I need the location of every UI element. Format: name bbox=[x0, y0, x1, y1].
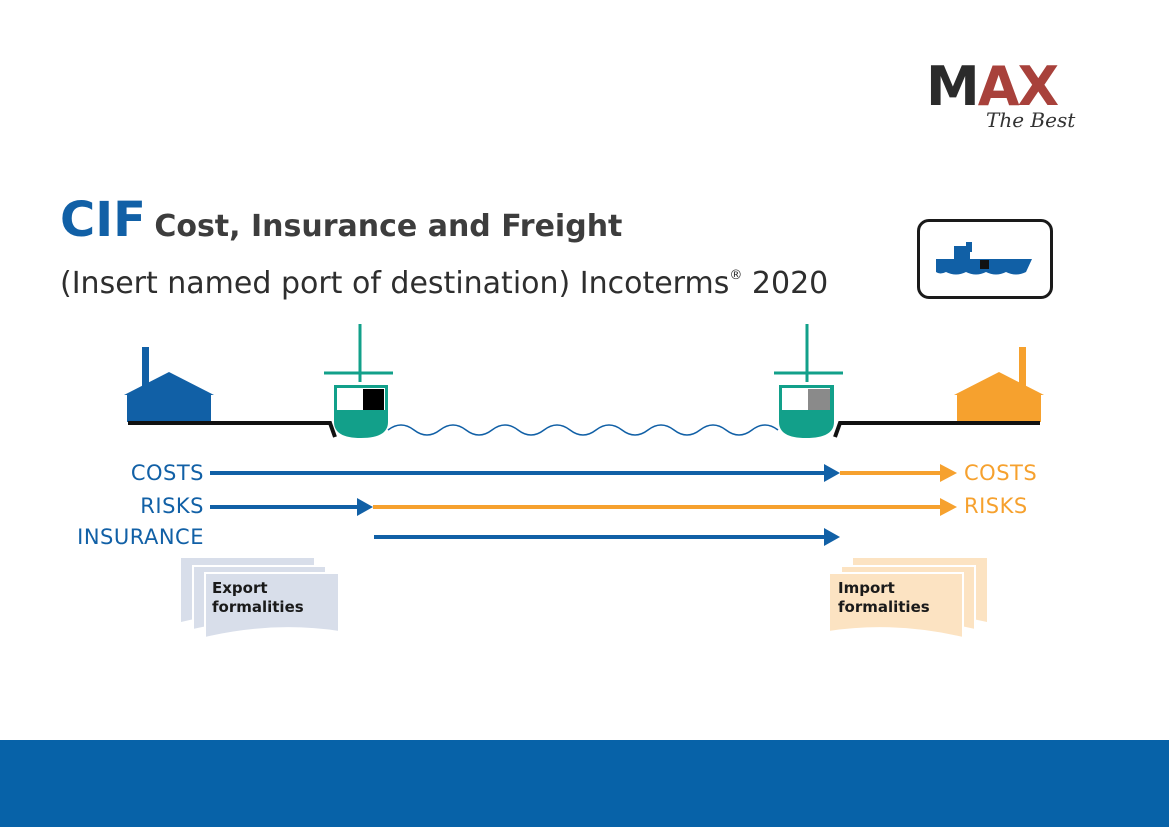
land-line bbox=[128, 421, 1040, 438]
insurance-arrow bbox=[374, 528, 840, 546]
export-formalities-label: Export formalities bbox=[212, 579, 304, 617]
transport-mode-box bbox=[917, 219, 1053, 299]
seller-factory-icon bbox=[124, 347, 214, 422]
import-line-2: formalities bbox=[838, 598, 930, 616]
page-title: CIF Cost, Insurance and Freight bbox=[60, 192, 622, 248]
subtitle-text: (Insert named port of destination) Incot… bbox=[60, 266, 730, 301]
risks-arrow bbox=[210, 498, 957, 516]
logo-wordmark: MAX bbox=[926, 60, 1059, 114]
ship-icon bbox=[936, 242, 1032, 275]
logo-letters-ax: AX bbox=[977, 55, 1059, 118]
import-documents-icon bbox=[828, 558, 987, 640]
incoterm-diagram bbox=[124, 324, 1044, 640]
title-abbreviation: CIF bbox=[60, 192, 146, 248]
costs-label-buyer: COSTS bbox=[964, 461, 1038, 485]
title-full-name: Cost, Insurance and Freight bbox=[154, 209, 623, 244]
arrival-ship-icon bbox=[774, 324, 843, 438]
import-line-1: Import bbox=[838, 579, 895, 597]
costs-arrow bbox=[210, 464, 957, 482]
departure-ship-icon bbox=[324, 324, 393, 438]
registered-mark: ® bbox=[729, 268, 743, 283]
export-line-2: formalities bbox=[212, 598, 304, 616]
page-subtitle: (Insert named port of destination) Incot… bbox=[60, 266, 828, 301]
import-formalities-label: Import formalities bbox=[838, 579, 930, 617]
risks-label-buyer: RISKS bbox=[964, 494, 1028, 518]
logo-letter-m: M bbox=[926, 55, 980, 118]
risks-label-seller: RISKS bbox=[140, 494, 204, 518]
buyer-warehouse-icon bbox=[954, 347, 1044, 422]
logo-tagline: The Best bbox=[986, 108, 1076, 132]
export-line-1: Export bbox=[212, 579, 268, 597]
export-documents-icon bbox=[181, 558, 340, 640]
insurance-label-seller: INSURANCE bbox=[77, 525, 204, 549]
brand-logo: MAX The Best bbox=[926, 60, 1096, 140]
sea-wave bbox=[387, 424, 779, 436]
subtitle-year: 2020 bbox=[751, 266, 829, 301]
footer-band bbox=[0, 740, 1169, 827]
costs-label-seller: COSTS bbox=[130, 461, 204, 485]
